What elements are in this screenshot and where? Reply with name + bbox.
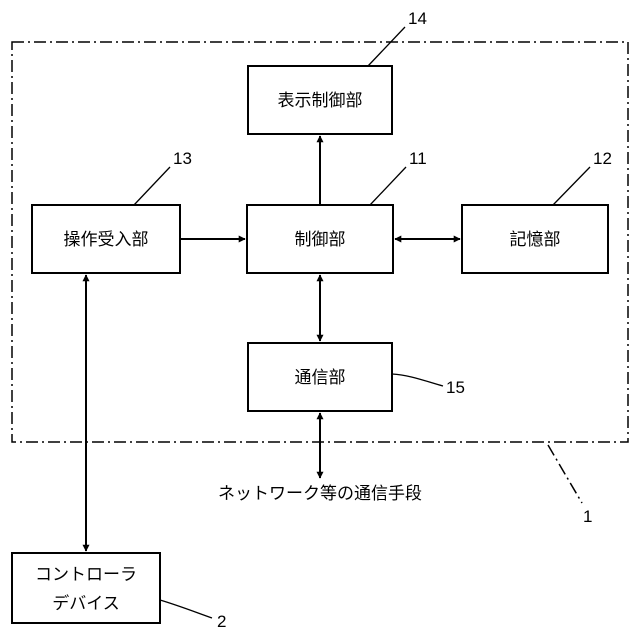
ref-1: 1 [583,507,592,526]
ref-13: 13 [173,149,192,168]
leader-1 [548,445,582,503]
leader-13 [134,167,170,205]
leader-11 [370,167,406,205]
leader-12 [553,167,590,205]
network-label: ネットワーク等の通信手段 [218,484,422,504]
ref-2: 2 [217,612,226,631]
display-control-block: 表示制御部 [248,66,392,134]
ref-14: 14 [408,9,427,28]
ref-11: 11 [409,149,427,168]
leader-2 [160,600,212,618]
operation-receiver-label: 操作受入部 [64,230,149,250]
communication-block: 通信部 [248,343,392,411]
display-control-label: 表示制御部 [278,91,363,111]
control-label: 制御部 [295,230,346,250]
ref-12: 12 [593,149,612,168]
leader-14 [368,27,405,66]
storage-block: 記憶部 [462,205,608,273]
operation-receiver-block: 操作受入部 [32,205,180,273]
storage-label: 記憶部 [510,230,561,250]
controller-label-line1: コントローラ [35,565,137,585]
leader-15 [392,374,443,386]
communication-label: 通信部 [295,368,346,388]
ref-15: 15 [446,378,465,397]
control-block: 制御部 [247,205,393,273]
controller-label-line2: デバイス [52,593,120,614]
controller-device-block: コントローラ デバイス [12,553,160,623]
